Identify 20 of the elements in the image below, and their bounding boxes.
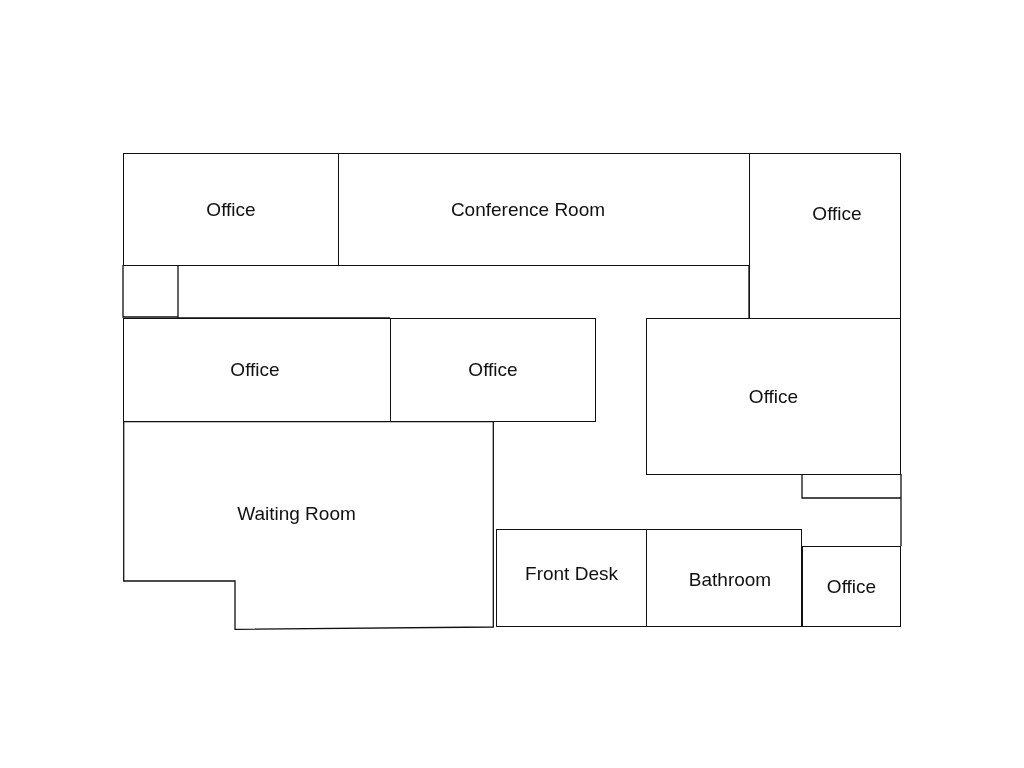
room-label: Front Desk — [525, 563, 618, 585]
room-label: Office — [826, 575, 877, 598]
room — [123, 153, 339, 266]
room-label: Office — [468, 359, 518, 381]
room — [123, 318, 391, 422]
room-label: Waiting Room — [237, 502, 356, 525]
room-outline — [123, 421, 494, 630]
room-label: Office — [748, 385, 799, 408]
room — [496, 529, 647, 627]
room — [749, 153, 901, 319]
room — [646, 529, 802, 627]
room-label: Conference Room — [450, 198, 606, 221]
room — [338, 153, 750, 266]
room — [646, 318, 901, 475]
room — [390, 318, 596, 422]
room — [802, 546, 901, 627]
room-label: Office — [812, 203, 862, 225]
room-label: Bathroom — [688, 569, 772, 591]
room-label: Office — [206, 198, 256, 221]
room-label: Office — [230, 359, 280, 381]
